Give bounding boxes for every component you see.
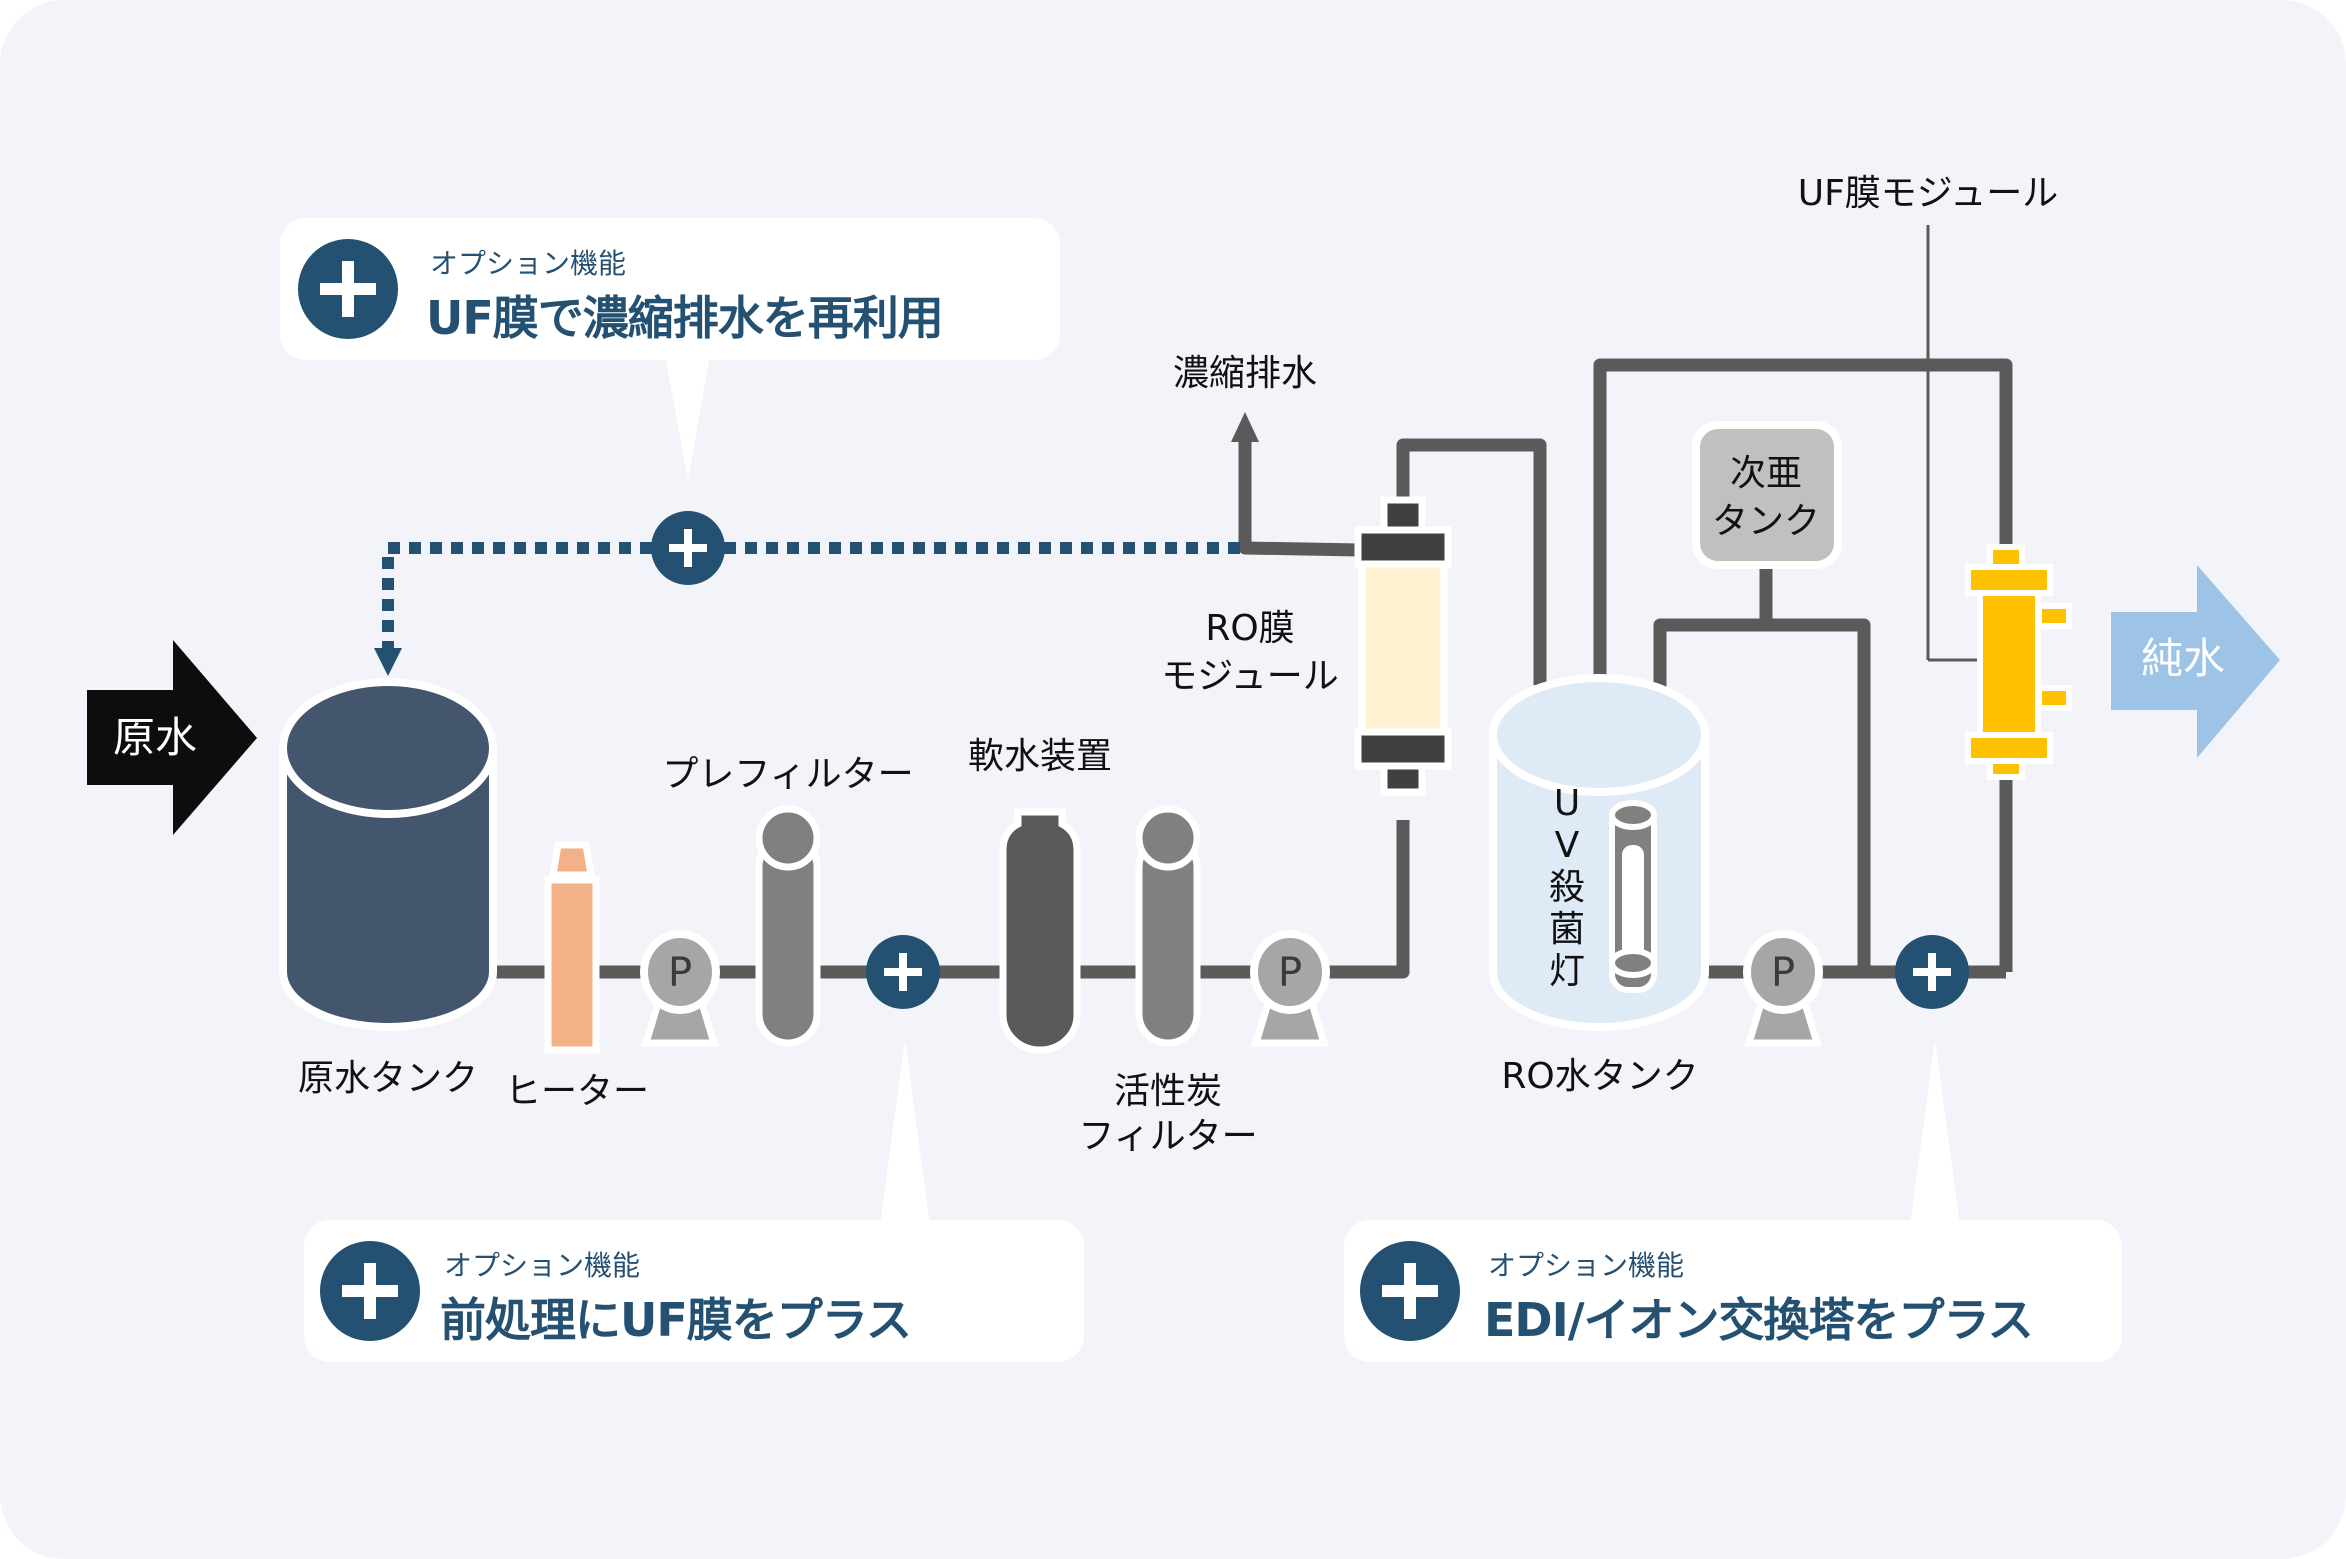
- pure-water-label: 純水: [2141, 634, 2225, 683]
- ro-water-tank: [1489, 674, 1709, 1031]
- pump-3: P: [1743, 930, 1823, 1047]
- callout-concentrate-reuse: オプション機能 UF膜で濃縮排水を再利用: [280, 218, 1060, 360]
- pipe-concentrate: [1238, 430, 1361, 557]
- option-return-line: [382, 542, 1240, 650]
- carbon-filter-label-2: フィルター: [1078, 1116, 1257, 1157]
- plus-icon: [320, 1241, 420, 1341]
- pipe-to-ro-module: [1330, 820, 1410, 979]
- water-softener: [999, 808, 1081, 1054]
- callout-pointer-top: [665, 355, 710, 480]
- return-arrow-icon: [374, 648, 402, 676]
- raw-water-arrow-icon: [87, 640, 257, 835]
- plus-icon: [298, 239, 398, 339]
- pump-body: [640, 930, 720, 1014]
- pure-water-arrow-icon: [2111, 565, 2280, 758]
- pump-label: P: [1278, 950, 1302, 996]
- callout-subtitle: オプション機能: [1488, 1249, 1685, 1282]
- ro-tank-label: RO水タンク: [1501, 1056, 1698, 1097]
- callout-edi-ion-exchange: オプション機能 EDI/イオン交換塔をプラス: [1344, 1220, 2122, 1362]
- pump-label: P: [1771, 950, 1795, 996]
- raw-water-label: 原水: [113, 713, 197, 762]
- callout-title: UF膜で濃縮排水を再利用: [426, 291, 944, 345]
- pump-label: P: [668, 950, 692, 996]
- callout-subtitle: オプション機能: [444, 1249, 641, 1282]
- hypochlorite-label-2: タンク: [1712, 501, 1820, 542]
- heater: [544, 841, 600, 1054]
- callout-title: 前処理にUF膜をプラス: [440, 1293, 912, 1347]
- pump-body: [1250, 930, 1330, 1014]
- concentrate-arrow-icon: [1231, 412, 1259, 442]
- concentrate-label: 濃縮排水: [1173, 353, 1317, 394]
- uv-lamp: [1609, 800, 1657, 993]
- activated-carbon-filter: [1135, 805, 1201, 1047]
- pipe-uf-loop-top: [1593, 358, 2013, 685]
- ro-module-label-1: RO膜: [1205, 608, 1294, 649]
- raw-tank-label: 原水タンク: [298, 1058, 478, 1099]
- callout-pointer-bottom-right: [1910, 1040, 1960, 1225]
- ro-module-label-2: モジュール: [1161, 656, 1338, 697]
- hypochlorite-label-1: 次亜: [1730, 453, 1802, 494]
- carbon-filter-label-1: 活性炭: [1114, 1071, 1222, 1112]
- hypochlorite-tank: [1692, 421, 1842, 569]
- callout-pretreatment-uf: オプション機能 前処理にUF膜をプラス: [304, 1220, 1084, 1362]
- option-node-concentrate-reuse[interactable]: [651, 511, 725, 585]
- uf-membrane-module: [1965, 544, 2072, 780]
- ro-membrane-module: [1354, 496, 1452, 796]
- pump-2: P: [1250, 930, 1330, 1047]
- option-node-pretreatment[interactable]: [866, 935, 940, 1009]
- option-node-edi[interactable]: [1895, 935, 1969, 1009]
- callout-subtitle: オプション機能: [430, 247, 627, 280]
- softener-label: 軟水装置: [968, 736, 1112, 777]
- pump-body: [1743, 930, 1823, 1014]
- callout-pointer-bottom-left: [880, 1040, 930, 1225]
- prefilter: [755, 805, 821, 1047]
- prefilter-label: プレフィルター: [662, 754, 913, 795]
- pipe-ro-permeate: [1396, 438, 1547, 685]
- uf-module-label: UF膜モジュール: [1798, 173, 2059, 214]
- heater-label: ヒーター: [505, 1071, 649, 1112]
- plus-icon: [1360, 1241, 1460, 1341]
- callout-title: EDI/イオン交換塔をプラス: [1484, 1293, 2034, 1347]
- raw-water-tank: [279, 678, 497, 1031]
- pump-1: P: [640, 930, 720, 1047]
